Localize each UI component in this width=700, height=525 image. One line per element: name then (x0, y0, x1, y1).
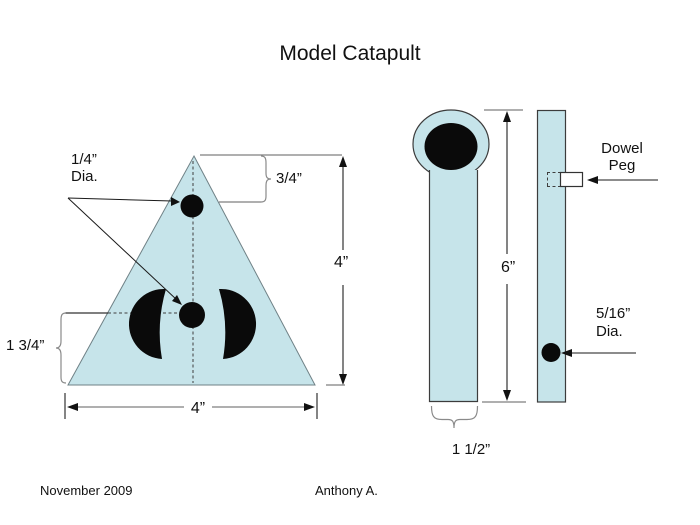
pivot-hole (179, 302, 205, 328)
arrowhead-down (339, 374, 347, 385)
arm-front-view (412, 109, 490, 429)
upright-side-view (536, 109, 584, 403)
upright-hole (541, 343, 561, 362)
arrowhead-left (67, 403, 78, 411)
dowel-peg-label: Dowel Peg (593, 140, 651, 174)
dowel-word: Dowel (601, 140, 643, 157)
upright-hole-callout (561, 349, 636, 357)
arm-width-brace (430, 405, 479, 429)
arrowhead-dowel (587, 176, 598, 184)
dimension-height (326, 156, 347, 386)
upright-hole-dia-word: Dia. (596, 323, 623, 340)
peg-word: Peg (608, 157, 636, 174)
base-plate-front-view (65, 154, 316, 386)
dimension-width (64, 393, 318, 419)
leader-to-upper-hole (67, 197, 173, 202)
upright-hole-dia-value: 5/16” (596, 305, 631, 322)
quarter-dia-value: 1/4” (71, 151, 97, 168)
page-title: Model Catapult (279, 42, 421, 65)
upright-hole-dia-label: 5/16” Dia. (596, 305, 630, 341)
quarter-dia-leaders (67, 197, 182, 305)
footer-date: November 2009 (40, 483, 133, 498)
arrowhead-down (503, 390, 511, 401)
arrowhead-right (304, 403, 315, 411)
dimension-pivot-height (55, 312, 67, 384)
footer-author: Anthony A. (315, 483, 378, 498)
arrowhead-hole (561, 349, 572, 357)
arrowhead-up (503, 111, 511, 122)
dowel-peg-callout (587, 176, 658, 184)
left-crescent-cutout (128, 288, 166, 359)
arm-width-label: 1 1/2” (451, 441, 491, 458)
triangle-plate (67, 154, 316, 386)
arrowhead-up (339, 156, 347, 167)
dimension-arm-length (482, 109, 526, 403)
dowel-peg (559, 171, 584, 188)
quarter-dia-word: Dia. (71, 168, 98, 185)
pivot-height-label: 1 3/4” (6, 337, 45, 354)
upper-hole (180, 194, 204, 218)
dimension-three-quarter (200, 154, 342, 203)
plate-height-label: 4” (334, 254, 349, 271)
arrowhead-pivot-hole (172, 295, 182, 305)
three-quarter-brace (260, 155, 272, 203)
plate-width-label: 4” (190, 400, 206, 417)
arm-length-label: 6” (501, 259, 516, 276)
leader-to-pivot-hole (67, 197, 178, 301)
quarter-dia-label: 1/4” Dia. (71, 151, 98, 185)
pivot-height-brace (55, 312, 67, 384)
arrowhead-upper-hole (171, 197, 180, 206)
arm-bar (428, 170, 479, 403)
right-crescent-cutout (219, 288, 257, 359)
arm-ring-hole (424, 123, 478, 170)
apex-offset-label: 3/4” (276, 170, 302, 187)
